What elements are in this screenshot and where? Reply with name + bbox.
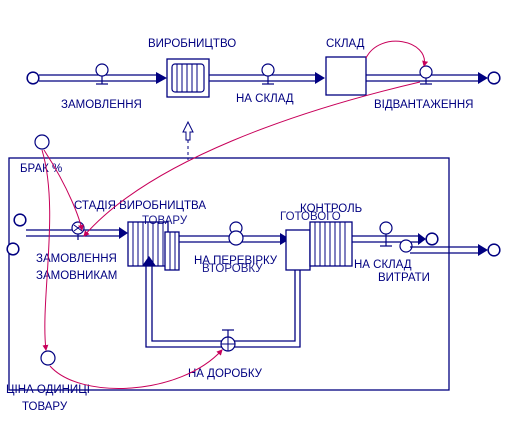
cloud-source-left-2 (6, 242, 20, 256)
losses-valve[interactable] (399, 239, 413, 253)
to-warehouse-inner-label: НА СКЛАД (354, 259, 412, 271)
orders-valve[interactable] (95, 63, 109, 85)
production-up-arrow (182, 120, 194, 141)
to-inspection-label: НА ПЕРЕВІРКУ (194, 255, 278, 267)
sector-frame[interactable] (8, 157, 450, 391)
shipment-label: ВІДВАНТАЖЕННЯ (374, 99, 473, 111)
to-warehouse-top-pipe (209, 74, 318, 82)
customer-orders-arrow (119, 227, 128, 239)
shipment-valve[interactable] (419, 65, 433, 85)
control-overlap-label: ГОТОВОГО (280, 211, 341, 223)
to-inspection-arrow (280, 233, 290, 245)
unit-price-converter[interactable] (40, 350, 56, 366)
cloud-source-left (13, 213, 27, 227)
customer-orders-label-line2: ЗАМОВНИКАМ (36, 270, 117, 282)
to-inspection-overlap-label: ВТОРОВКУ (202, 263, 263, 275)
orders-label: ЗАМОВЛЕННЯ (61, 99, 142, 111)
production-stage-stock[interactable] (127, 221, 180, 271)
to-warehouse-inner-arrow (418, 233, 426, 245)
control-label: КОНТРОЛЬ (300, 203, 362, 215)
production-stage-overlap-label: ТОВАРУ (142, 215, 188, 227)
production-stage-label: СТАДІЯ ВИРОБНИЦТВА (74, 200, 206, 212)
defect-rate-label: БРАК % (20, 163, 62, 175)
connector-shipment-customer-orders (83, 81, 421, 237)
warehouse-stock[interactable] (325, 56, 367, 96)
shipment-arrow (478, 72, 488, 84)
connector-warehouse-shipment (365, 40, 429, 67)
control-stock[interactable] (285, 221, 353, 271)
to-warehouse-top-valve[interactable] (261, 63, 275, 85)
cloud-sink-top (487, 71, 501, 85)
rework-valve[interactable] (220, 329, 236, 352)
customer-orders-valve[interactable] (71, 221, 85, 240)
rework-label: НА ДОРОБКУ (188, 368, 263, 380)
unit-price-label-line1: ЦІНА ОДИНИЦІ (6, 384, 90, 396)
losses-pipe (410, 246, 480, 254)
customer-orders-label-line1: ЗАМОВЛЕННЯ (36, 253, 117, 265)
connector-defect-price (41, 149, 51, 351)
production-stock[interactable] (166, 58, 210, 98)
cloud-sink-inner (425, 232, 439, 246)
defect-rate-converter[interactable] (34, 134, 50, 150)
to-warehouse-inner-valve[interactable] (379, 221, 393, 247)
production-label: ВИРОБНИЦТВО (148, 38, 236, 50)
cloud-sink-losses (487, 243, 501, 257)
connector-price-rework (49, 349, 223, 389)
to-inspection-valve[interactable] (228, 221, 244, 246)
warehouse-label: СКЛАД (326, 38, 365, 50)
connector-defect-orders (43, 149, 84, 231)
losses-label: ВИТРАТИ (378, 272, 430, 284)
orders-arrow (156, 72, 167, 84)
to-warehouse-top-arrow (315, 72, 325, 84)
unit-price-label-line2: ТОВАРУ (22, 401, 68, 413)
losses-arrow (478, 244, 488, 256)
rework-arrow (142, 256, 156, 266)
to-warehouse-top-label: НА СКЛАД (236, 93, 294, 105)
cloud-source-top (26, 71, 40, 85)
